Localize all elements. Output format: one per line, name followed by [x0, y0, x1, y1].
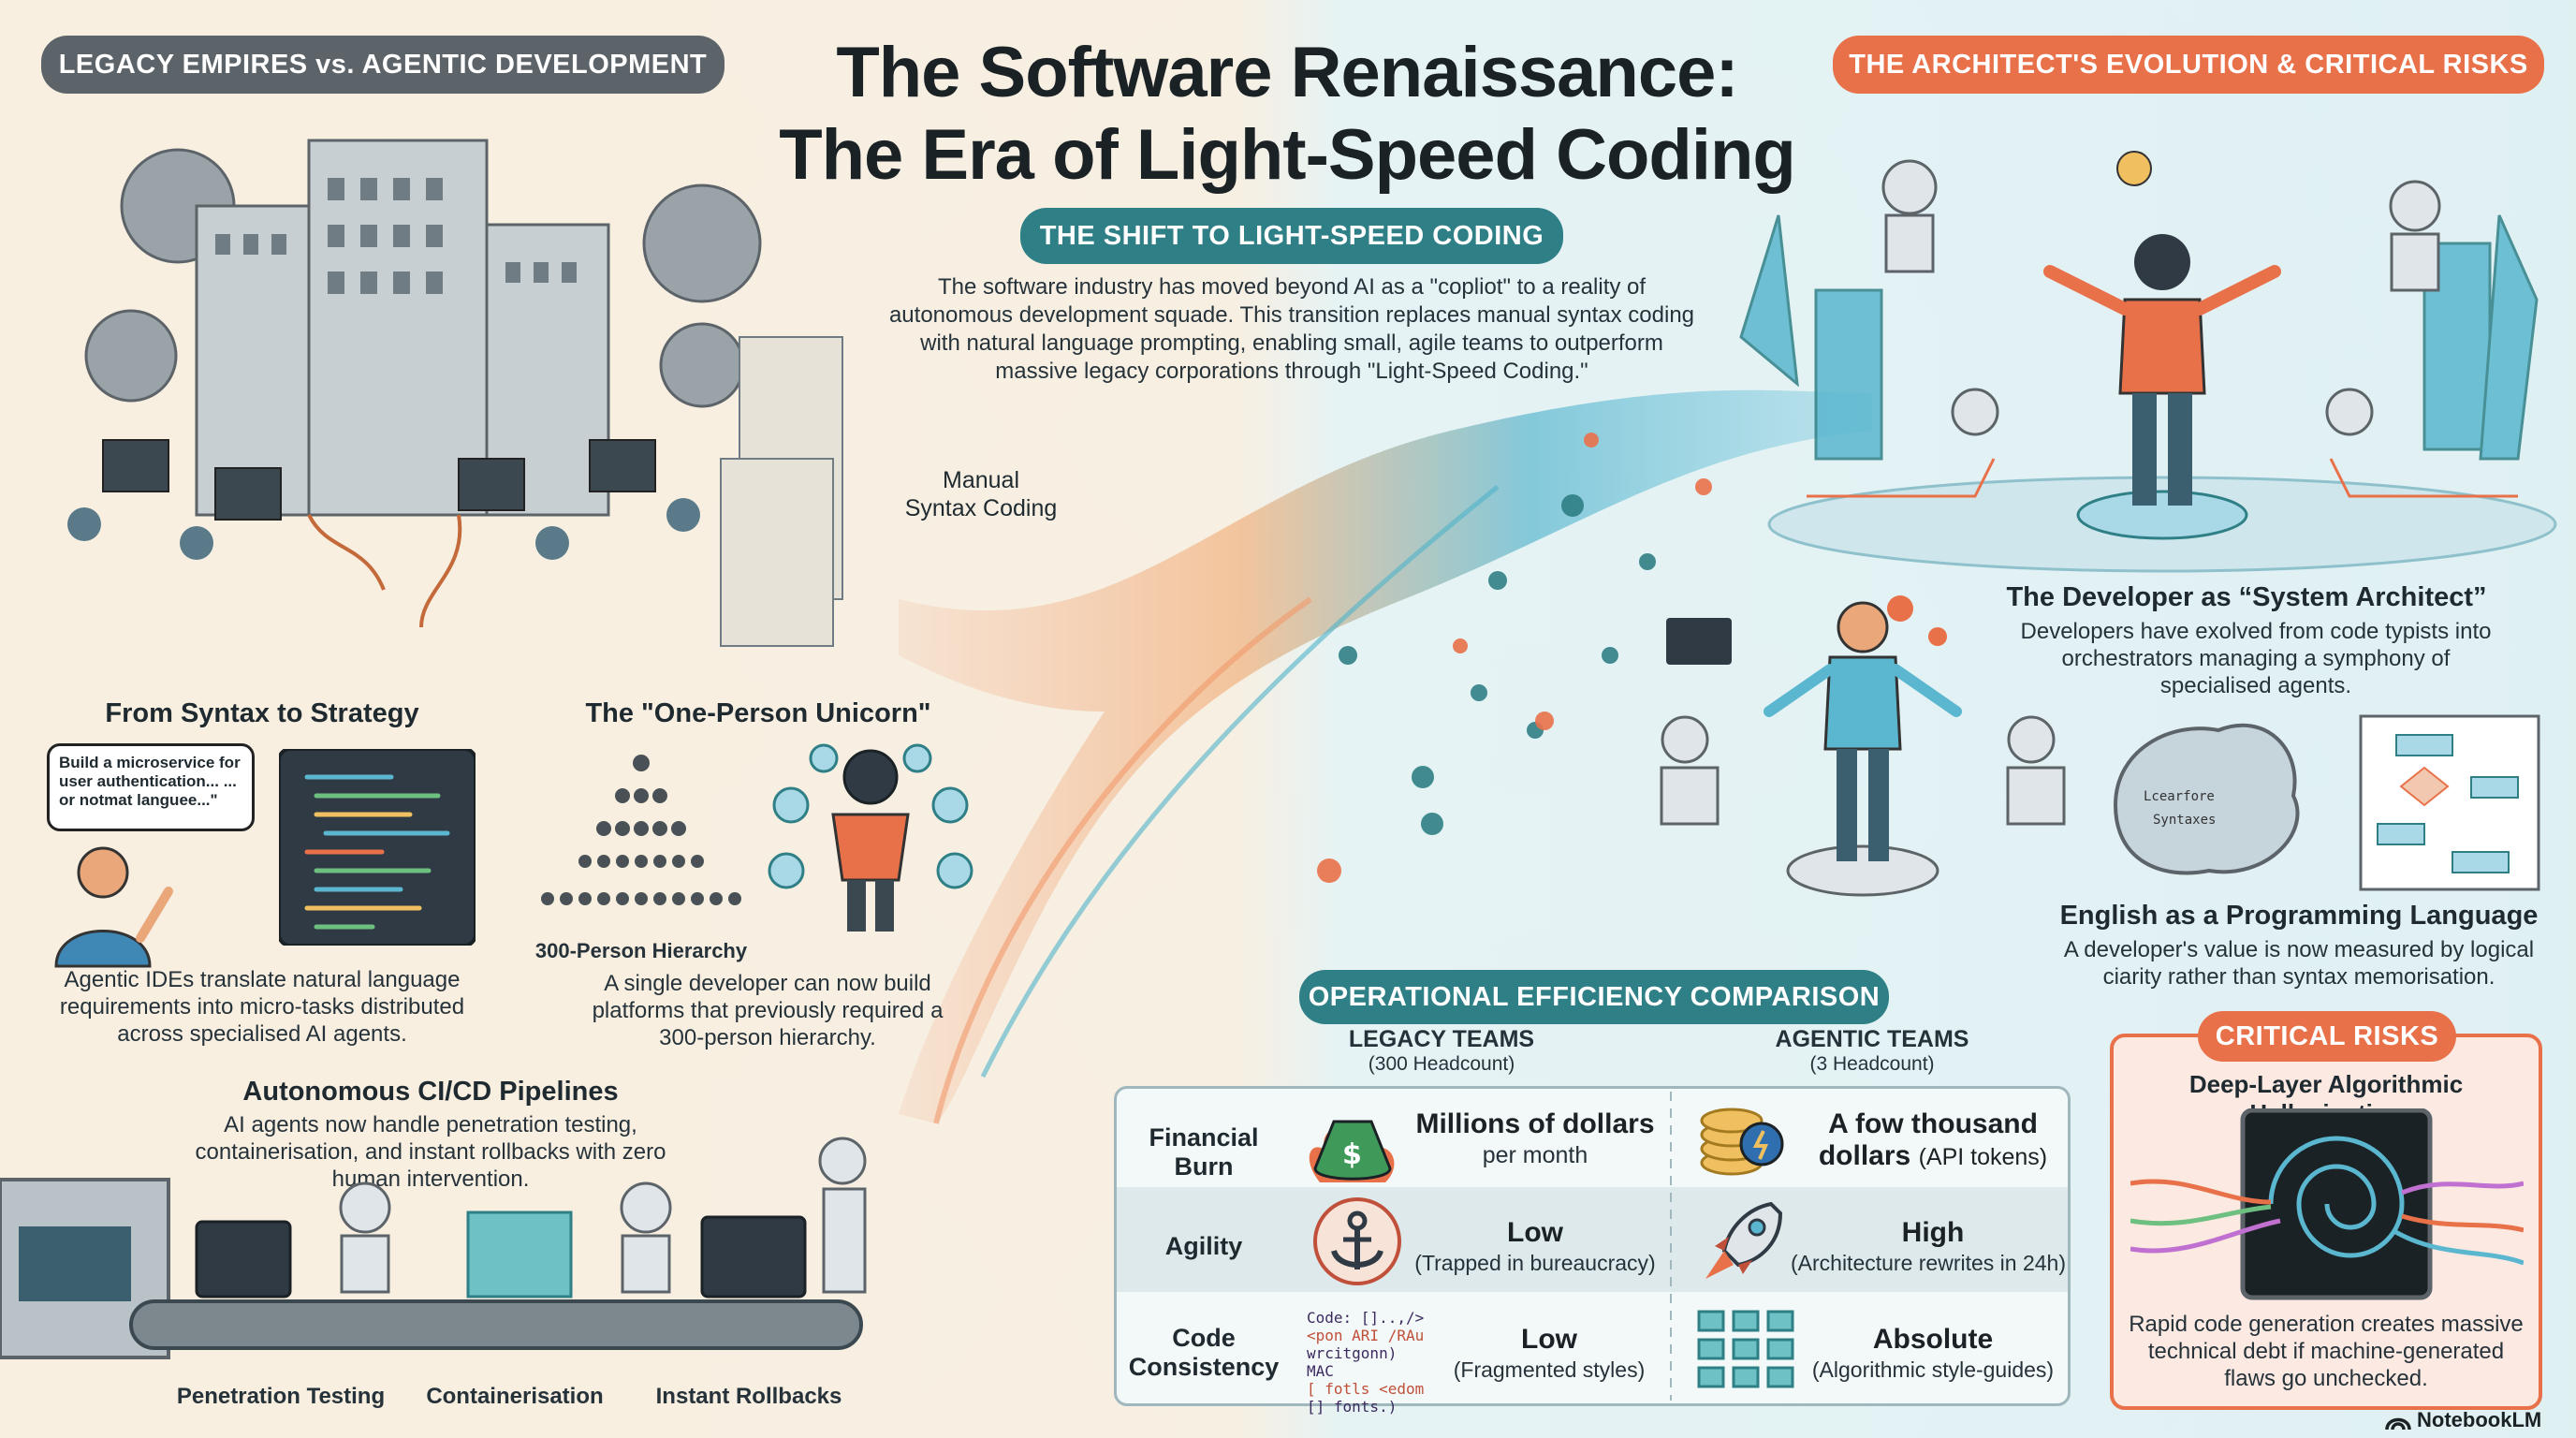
brain-flowchart-illustration: Lcearfore Syntaxes [2113, 714, 2540, 891]
agentic-agility-sub: (Architecture rewrites in 24h) [1791, 1251, 2066, 1275]
agentic-header-title: AGENTIC TEAMS [1775, 1026, 1969, 1052]
agentic-header-sub: (3 Headcount) [1809, 1053, 1935, 1075]
cicd-body: AI agents now handle penetration testing… [195, 1112, 666, 1192]
legacy-financial-main: Millions of dollars [1415, 1108, 1655, 1139]
multi-armed-developer-icon [768, 743, 973, 932]
code-editor-screen [279, 749, 476, 946]
table-row-agility-bg [1117, 1187, 2068, 1292]
legacy-office-illustration [67, 139, 843, 647]
svg-text:$: $ [1342, 1138, 1362, 1171]
cicd-conveyor-illustration [0, 1137, 867, 1359]
agentic-consistency-main: Absolute [1872, 1324, 1994, 1355]
stage-containerisation: Containerisation [426, 1384, 604, 1409]
manual-syntax-label: Manual Syntax Coding [878, 466, 1084, 522]
agentic-header: AGENTIC TEAMS (3 Headcount) [1741, 1026, 2003, 1076]
row-label-code-consistency: Code Consistency [1120, 1324, 1288, 1382]
style-grid-icon [1697, 1310, 1794, 1388]
unicorn-body: A single developer can now build platfor… [592, 971, 944, 1050]
row-label-agility: Agility [1164, 1232, 1243, 1260]
architect-city-illustration [1739, 151, 2557, 573]
stage-instant-rollbacks: Instant Rollbacks [655, 1384, 842, 1409]
agentic-financial-sub: (API tokens) [1918, 1144, 2048, 1170]
stage-penetration-testing: Penetration Testing [176, 1384, 386, 1409]
manual-label-line-1: Manual [943, 467, 1019, 493]
shift-body: The software industry has moved beyond A… [888, 274, 1695, 384]
english-body: A developer's value is now measured by l… [2063, 937, 2535, 990]
code-snippet-line-4: [ fotls <edom [1307, 1380, 1425, 1398]
legacy-vs-agentic-pill: LEGACY EMPIRES vs. AGENTIC DEVELOPMENT [41, 36, 724, 94]
code-snippet-line-3: wrcitgonn) MAC [1307, 1344, 1398, 1380]
legacy-header-sub: (300 Headcount) [1368, 1053, 1515, 1075]
speech-bubble: Build a microservice for user authentica… [47, 743, 255, 831]
speech-bubble-text: Build a microservice for user authentica… [59, 754, 241, 809]
code-snippet-line-2: <pon ARI /RAu [1307, 1327, 1425, 1344]
table-column-divider [1670, 1092, 1672, 1401]
agentic-financial-dollars: dollars [1818, 1140, 1911, 1171]
money-bag-fire-icon: $ [1309, 1120, 1395, 1182]
efficiency-pill: OPERATIONAL EFFICIENCY COMPARISON [1299, 970, 1889, 1024]
legacy-agility-sub: (Trapped in bureaucracy) [1414, 1251, 1656, 1275]
cicd-heading: Autonomous CI/CD Pipelines [242, 1077, 619, 1107]
architect-risks-pill: THE ARCHITECT'S EVOLUTION & CRITICAL RIS… [1833, 36, 2544, 94]
agentic-financial-main-line2: dollars (API tokens) [1797, 1140, 2069, 1172]
agentic-financial-main: A fow thousand [1828, 1108, 2038, 1139]
row-label-financial-burn: Financial Burn [1149, 1123, 1259, 1181]
english-heading: English as a Programming Language [2059, 901, 2539, 931]
orchestrator-developer-illustration [1660, 595, 2066, 897]
rocket-icon [1705, 1201, 1783, 1279]
architect-heading: The Developer as “System Architect” [2006, 582, 2487, 612]
code-snippet-line-5: [] fonts.) [1307, 1398, 1398, 1416]
legacy-agility-main: Low [1507, 1217, 1563, 1248]
legacy-consistency-main: Low [1521, 1324, 1577, 1355]
developer-pointing-icon [54, 846, 173, 968]
shift-pill: THE SHIFT TO LIGHT-SPEED CODING [1020, 208, 1563, 264]
coin-stack-icon [1700, 1108, 1784, 1176]
brain-label-2: Syntaxes [2153, 813, 2216, 828]
notebooklm-brand-text: NotebookLM [2417, 1408, 2542, 1431]
syntax-strategy-heading: From Syntax to Strategy [105, 698, 419, 728]
agentic-consistency-sub: (Algorithmic style-guides) [1811, 1357, 2055, 1382]
title-line-2: The Era of Light-Speed Coding [779, 115, 1796, 195]
legacy-header: LEGACY TEAMS (300 Headcount) [1310, 1026, 1573, 1076]
brain-label-1: Lcearfore [2144, 789, 2215, 804]
legacy-consistency-sub: (Fragmented styles) [1453, 1357, 1646, 1382]
manual-label-line-2: Syntax Coding [904, 495, 1058, 521]
row-label-consistency: Consistency [1128, 1353, 1280, 1381]
code-snippet-line-1: Code: []..,/> [1307, 1309, 1425, 1327]
hierarchy-pyramid-icon [541, 755, 741, 905]
hallucination-vortex-screen [2130, 1108, 2524, 1300]
risks-body: Rapid code generation creates massive te… [2129, 1312, 2524, 1391]
legacy-header-title: LEGACY TEAMS [1348, 1026, 1535, 1052]
notebooklm-brand: NotebookLM [2385, 1406, 2572, 1434]
architect-body: Developers have exolved from code typist… [2020, 619, 2492, 698]
notebooklm-logo-icon [2385, 1417, 2411, 1431]
legacy-financial-sub: per month [1482, 1142, 1588, 1168]
syntax-strategy-body: Agentic IDEs translate natural language … [59, 967, 465, 1047]
hierarchy-label: 300-Person Hierarchy [534, 939, 748, 962]
unicorn-heading: The "One-Person Unicorn" [585, 698, 931, 728]
critical-risks-pill: CRITICAL RISKS [2198, 1011, 2456, 1062]
row-label-code: Code [1172, 1324, 1236, 1352]
anchor-icon [1313, 1197, 1401, 1285]
page-title: The Software Renaissance: The Era of Lig… [730, 32, 1844, 197]
fragmented-code-snippet: Code: []..,/> <pon ARI /RAu wrcitgonn) M… [1307, 1309, 1428, 1416]
agentic-agility-main: High [1901, 1217, 1965, 1248]
title-line-1: The Software Renaissance: [836, 33, 1738, 112]
